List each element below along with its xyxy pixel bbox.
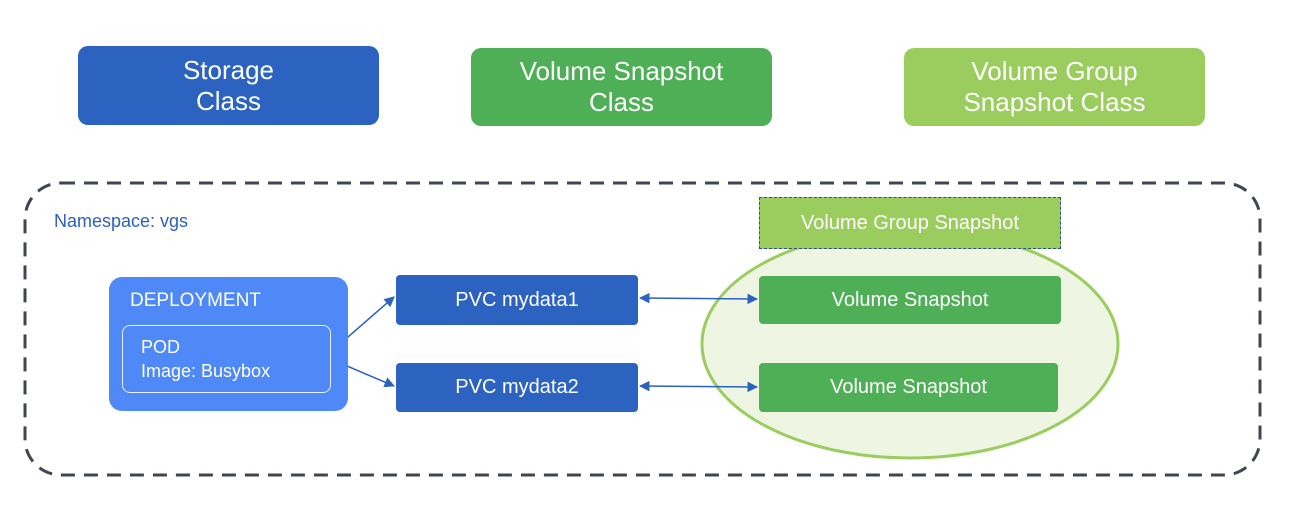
volume-snapshot-1-box: Volume Snapshot: [759, 276, 1061, 324]
volume-group-snapshot-label: Volume Group Snapshot: [801, 211, 1019, 234]
pvc-mydata2-label: PVC mydata2: [455, 376, 579, 398]
storage-class-line1: Storage: [182, 54, 275, 85]
storage-class-box: Storage Class: [78, 46, 379, 125]
namespace-label: Namespace: vgs: [54, 211, 189, 231]
volume-snapshot-class-box: Volume Snapshot Class: [471, 48, 772, 126]
volume-group-snapshot-class-line2: Snapshot Class: [963, 87, 1146, 117]
arrow-pvc1-to-snapshot1: [638, 292, 759, 305]
arrow-pvc2-to-snapshot2: [638, 380, 759, 393]
volume-snapshot-2-box: Volume Snapshot: [759, 363, 1058, 412]
namespace-boundary: [23, 181, 1262, 477]
volume-group-snapshot-box: Volume Group Snapshot: [759, 197, 1061, 249]
volume-snapshot-1-label: Volume Snapshot: [831, 288, 989, 311]
volume-snapshot-class-line2: Class: [588, 87, 654, 117]
volume-group-snapshot-class-line1: Volume Group: [971, 56, 1138, 86]
volume-group-ellipse: [700, 228, 1120, 460]
pod-label: POD: [141, 337, 181, 357]
volume-snapshot-class-line1: Volume Snapshot: [519, 56, 724, 86]
pvc-mydata1-box: PVC mydata1: [396, 275, 638, 325]
deployment-box: [109, 277, 348, 411]
volume-snapshot-2-label: Volume Snapshot: [830, 376, 987, 398]
pod-image-label: Image: Busybox: [141, 361, 271, 381]
storage-class-line2: Class: [195, 85, 261, 116]
deployment-label: DEPLOYMENT: [130, 290, 261, 311]
pvc-mydata2-box: PVC mydata2: [396, 363, 638, 412]
pod-box: [122, 325, 331, 393]
volume-group-snapshot-class-box: Volume Group Snapshot Class: [904, 48, 1205, 126]
pvc-mydata1-label: PVC mydata1: [455, 288, 579, 311]
